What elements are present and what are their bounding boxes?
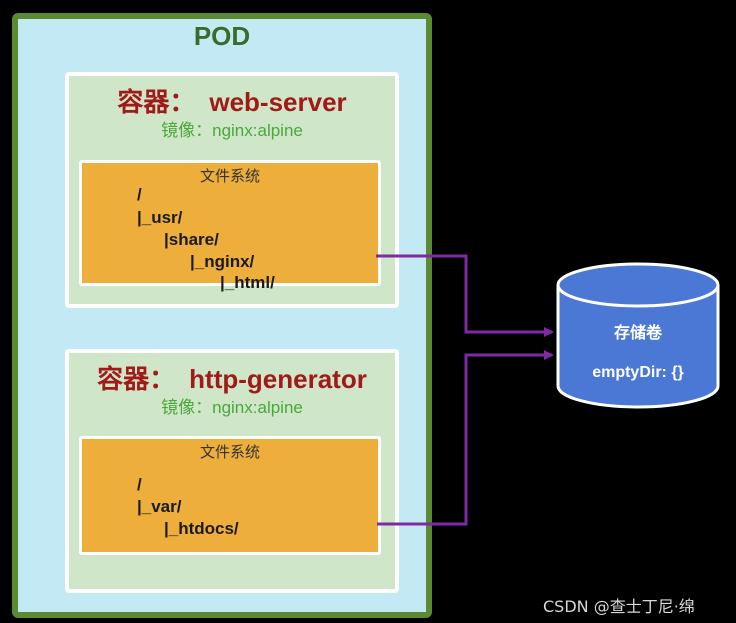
container-title: 容器： web-server	[69, 82, 395, 119]
container-name: web-server	[209, 87, 347, 117]
volume-title: 存储卷	[614, 323, 663, 342]
container-name: http-generator	[189, 364, 367, 394]
path-line: |share/	[164, 230, 219, 249]
path-line: /	[137, 185, 142, 204]
connector-http-generator-to-volume	[377, 350, 554, 526]
pod-title: POD	[193, 21, 251, 51]
connector-web-server-to-volume	[376, 254, 554, 337]
volume-type: emptyDir: {}	[592, 364, 684, 381]
filesystem-title: 文件系统	[199, 443, 260, 461]
container-web-server: 容器： web-server 镜像：nginx:alpine 文件系统 / |_u…	[65, 72, 399, 308]
container-http-generator: 容器： http-generator 镜像：nginx:alpine 文件系统 /…	[65, 349, 399, 593]
watermark: CSDN @查士丁尼·绵	[543, 597, 695, 616]
filesystem-box: 文件系统 / |_var/ |_htdocs/	[79, 436, 381, 555]
pod-box: POD 容器： web-server 镜像：nginx:alpine 文件系统 /…	[12, 13, 432, 618]
container-image: 镜像：nginx:alpine	[161, 398, 303, 417]
filesystem-box: 文件系统 / |_usr/ |share/ |_nginx/ |_html/	[79, 160, 381, 292]
container-title: 容器： http-generator	[69, 359, 395, 396]
path-line: |_html/	[220, 273, 275, 292]
path-line: |_nginx/	[190, 252, 255, 271]
container-image: 镜像：nginx:alpine	[161, 121, 303, 140]
path-line: |_htdocs/	[164, 519, 239, 538]
filesystem-title: 文件系统	[199, 167, 260, 185]
path-line: |_usr/	[137, 208, 183, 227]
container-label: 容器：	[97, 364, 176, 394]
container-label: 容器：	[117, 87, 196, 117]
path-line: /	[137, 475, 142, 494]
storage-volume-cylinder: 存储卷 emptyDir: {}	[556, 262, 720, 409]
path-line: |_var/	[137, 497, 182, 516]
